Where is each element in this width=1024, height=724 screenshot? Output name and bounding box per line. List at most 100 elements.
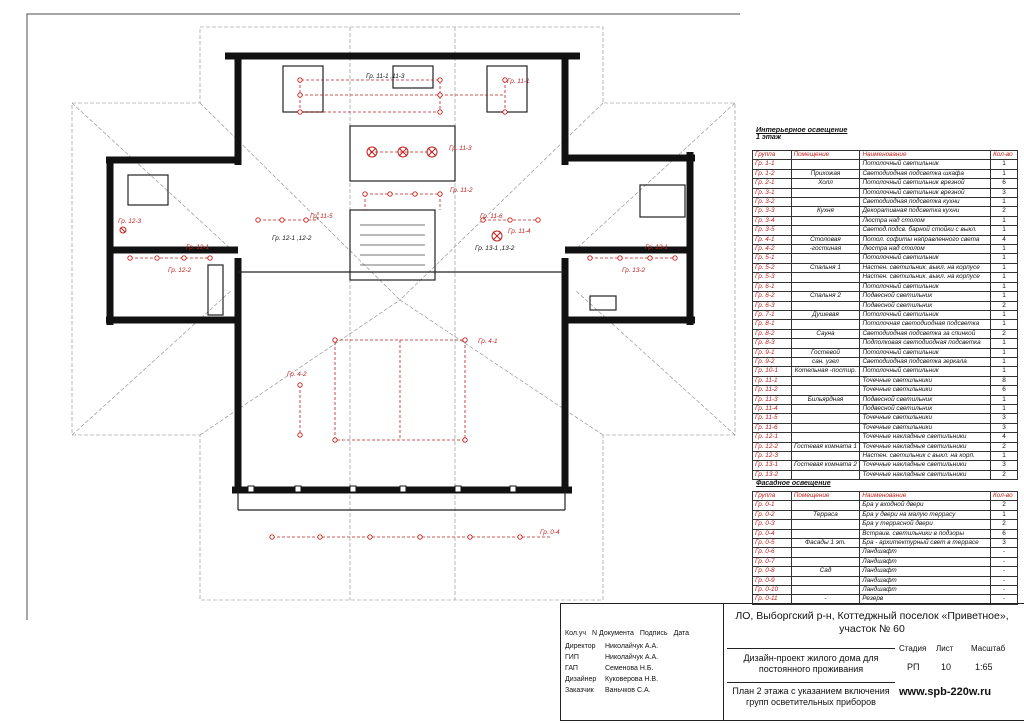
cell-group: Гр. 8-3 [752,338,792,349]
label-g11-4: Гр. 11-4 [508,228,531,235]
cell-group: Гр. 6-3 [752,300,792,311]
cell-name: Потолочный светильник врезной [859,187,992,199]
cell-room [790,253,861,264]
cell-name: Ландшафт [859,585,992,596]
cell-qty: 1 [990,347,1018,358]
cell-room: сан. узел [790,356,861,368]
cell-qty: 1 [990,338,1018,349]
spot-light-icon [332,437,338,443]
cell-room [790,403,861,415]
cell-qty: 1 [990,281,1018,293]
header-group: Группа [752,490,792,502]
label-g11-1: Гр. 11-1 [507,78,530,85]
header-room: Помещение [790,149,861,161]
cell-name: Точечные накладные светильники [859,441,992,453]
label-g4-2: Гр. 4-2 [287,371,307,378]
cell-qty: 2 [990,206,1018,217]
cell-group: Гр. 1-2 [752,168,792,180]
spot-light-icon [279,217,285,223]
cell-group: Гр. 5-1 [752,253,792,264]
cell-room [790,215,861,227]
stamp-role: ГИП [565,654,579,661]
cell-group: Гр. 0-4 [752,528,792,540]
spot-light-icon [367,534,373,540]
terrace-columns [247,485,517,493]
cell-room: Спальня 1 [790,262,861,274]
cell-room: Котельная -постир. [790,366,861,377]
spot-light-icon [480,217,486,223]
cell-name: Потолочный светильник [859,253,992,264]
cell-room: Душевая [790,309,861,321]
cell-name: Точечные накладные светильники [859,460,992,471]
cell-group: Гр. 2-1 [752,178,792,189]
cell-room: Гостевая комната 1 [790,441,861,453]
cell-room: Бильярдная [790,394,861,405]
cell-name: Подвесной светильник [859,403,992,415]
roof-outline [71,26,736,601]
cell-group: Гр. 12-2 [752,441,792,453]
table-header-row: Группа Помещение Наименование Кол-во [752,490,1018,502]
header-name: Наименование [859,490,992,502]
cell-room [790,197,861,208]
cell-room [790,225,861,236]
cell-qty: 3 [990,422,1018,434]
stamp-stage: РП [907,662,920,672]
cell-group: Гр. 7-1 [752,309,792,321]
spot-light-icon [181,255,187,261]
cell-room: Гостевая комната 2 [790,460,861,471]
cell-group: Гр. 11-4 [752,403,792,415]
cell-name: Подвесной светильник [859,394,992,405]
cell-qty: 1 [990,262,1018,274]
cell-qty: - [990,556,1018,568]
cell-name: Декоративная подсветка кухни [859,206,992,217]
cell-qty: 1 [990,309,1018,321]
stamp-person: Семенова Н.Б. [605,665,654,672]
cell-qty: 2 [990,441,1018,453]
cell-room [790,422,861,434]
cell-name: Светодиодная подсветка шкафа [859,168,992,180]
stamp-website[interactable]: www.spb-220w.ru [899,686,992,698]
cell-group: Гр. 13-2 [752,469,792,481]
cell-qty: 1 [990,225,1018,236]
cell-name: Потолочный светильник [859,347,992,358]
facade-title: Фасадное освещение [756,480,831,487]
stamp-person: Куковерова Н.В. [605,676,659,683]
cell-qty: 2 [990,300,1018,311]
cell-name: Бра у двери на малую террасу [859,509,992,521]
spot-light-icon [317,534,323,540]
cell-room: Сад [790,566,861,577]
spot-light-icon [587,255,593,261]
cell-name: Бра - архитектурный свет в террасе [859,538,992,549]
header-name: Наименование [859,149,992,161]
stamp-sheet: 10 [941,662,952,672]
col-header-doc: N Документа [592,630,634,637]
cell-group: Гр. 8-1 [752,319,792,330]
cell-group: Гр. 9-1 [752,347,792,358]
cell-room: -гостиная [790,244,861,255]
spot-light-icon [255,217,261,223]
spot-light-icon [462,437,468,443]
cell-name: Потол. софиты направленного света [859,234,992,246]
spot-light-icon [297,382,303,388]
stamp-scale: 1:65 [975,662,993,672]
